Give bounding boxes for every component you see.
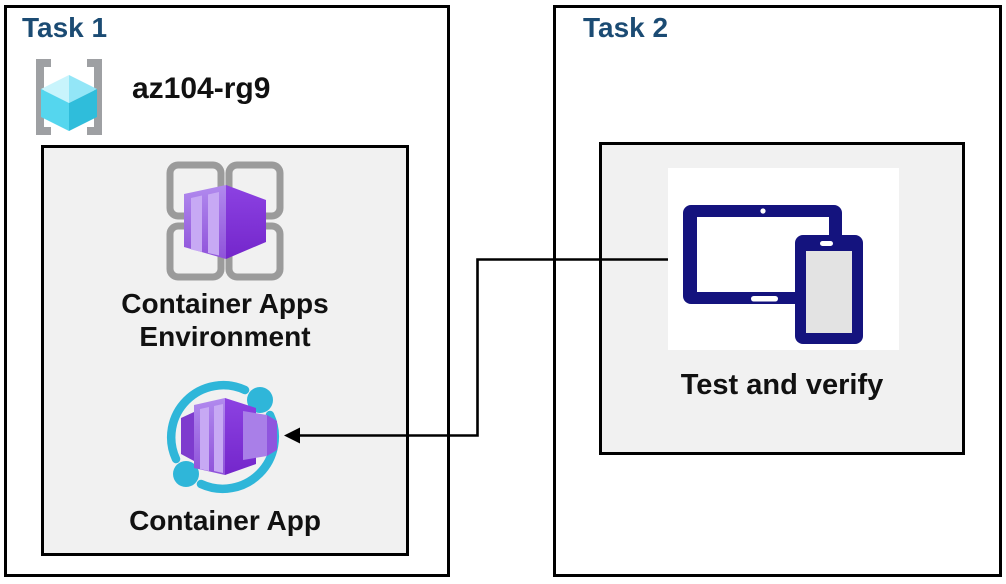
task1-title: Task 1 bbox=[22, 12, 108, 43]
resource-group-name: az104-rg9 bbox=[132, 72, 271, 105]
devices-icon bbox=[683, 205, 863, 344]
devices-icon-card bbox=[668, 168, 899, 350]
container-app-icon bbox=[166, 380, 280, 494]
test-and-verify-box: Test and verify bbox=[599, 142, 965, 455]
task2-box: Task 2 Test and verify bbox=[553, 5, 1002, 577]
test-and-verify-label: Test and verify bbox=[680, 369, 884, 401]
task2-title: Task 2 bbox=[583, 12, 669, 43]
container-app-label: Container App bbox=[129, 505, 321, 536]
task1-box: Task 1 az104-rg9 bbox=[4, 5, 450, 577]
environment-label: Container Apps Environment bbox=[121, 288, 329, 353]
container-apps-environment-icon bbox=[166, 161, 284, 281]
resource-group-icon bbox=[36, 59, 102, 135]
container-apps-environment-box: Container Apps Environment bbox=[41, 145, 409, 556]
